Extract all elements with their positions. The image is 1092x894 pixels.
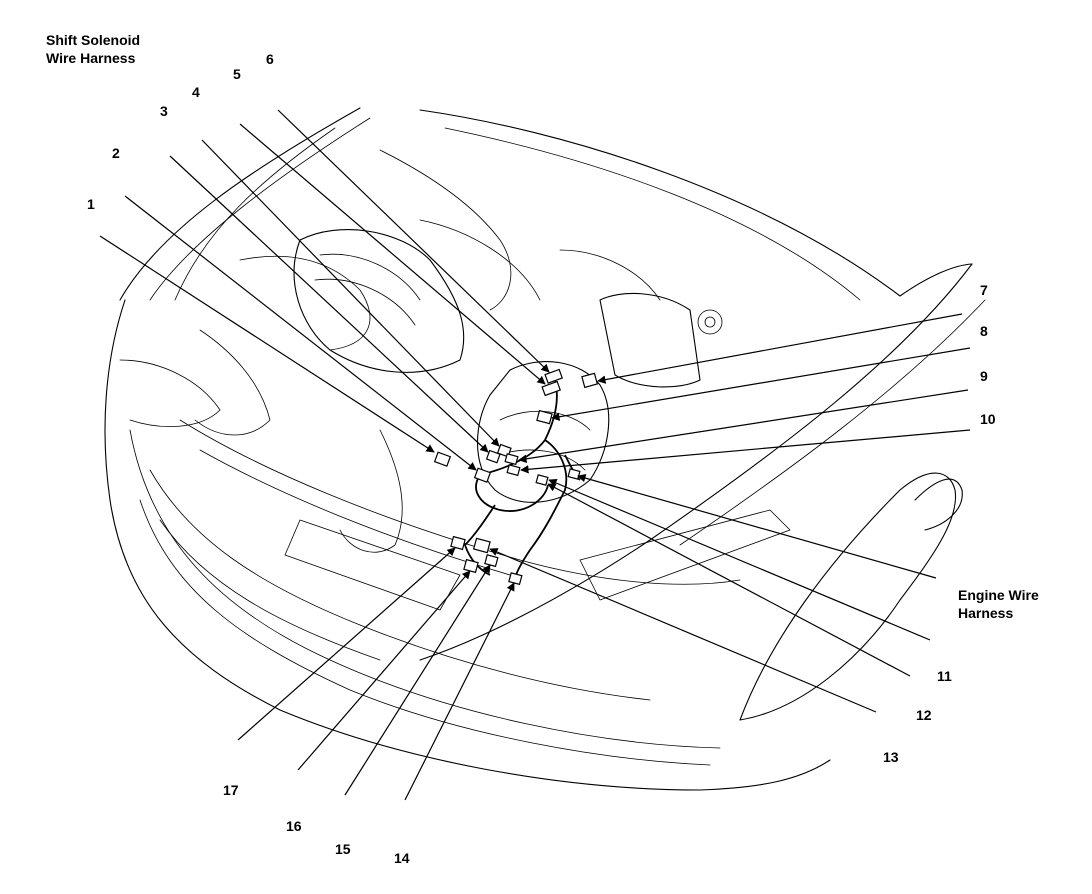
transmission-detail xyxy=(499,410,591,431)
leader-4 xyxy=(201,139,500,447)
leader-7 xyxy=(597,313,963,384)
callout-17: 17 xyxy=(223,782,239,798)
callout-14: 14 xyxy=(394,850,410,866)
leader-17 xyxy=(237,547,456,741)
bay-detail-1 xyxy=(379,149,512,311)
grille-line-2 xyxy=(159,519,381,661)
bay-detail-2 xyxy=(419,219,541,301)
callout-16: 16 xyxy=(286,818,302,834)
leader-9 xyxy=(518,389,969,463)
radiator-support xyxy=(179,419,741,585)
connector-9 xyxy=(504,453,519,466)
leader-15 xyxy=(344,564,491,796)
callout-1: 1 xyxy=(87,196,95,212)
leader-10 xyxy=(520,429,971,474)
intake-plenum xyxy=(239,255,371,351)
callout-3: 3 xyxy=(160,103,168,119)
leader-2 xyxy=(124,195,477,471)
cowl-line-inner xyxy=(149,117,371,301)
callout-5: 5 xyxy=(233,66,241,82)
connector-1 xyxy=(433,451,452,467)
connector-6 xyxy=(544,368,563,384)
bay-detail-4 xyxy=(339,429,403,553)
bumper-line-2 xyxy=(139,499,711,766)
callout-15: 15 xyxy=(335,841,351,857)
callout-13: 13 xyxy=(883,749,899,765)
battery-cap-inner xyxy=(704,316,716,328)
engine-harness-label-line2: Harness xyxy=(958,605,1013,621)
cowl-line-inner-2 xyxy=(174,127,336,301)
battery-cap xyxy=(697,309,723,335)
connector-11 xyxy=(567,468,581,480)
leader-16 xyxy=(297,570,471,771)
right-headlight xyxy=(739,472,957,721)
mirror-shape xyxy=(914,478,963,531)
harness-right xyxy=(514,439,568,581)
engine-cover-rib-1 xyxy=(319,253,421,301)
bumper-line-1 xyxy=(129,429,721,749)
callout-10: 10 xyxy=(980,411,996,427)
leader-6 xyxy=(277,109,550,373)
leader-14 xyxy=(404,582,515,801)
leader-8 xyxy=(551,347,971,421)
engine-harness-label-line1: Engine Wire xyxy=(958,587,1039,603)
shift-solenoid-harness-label-line1: Shift Solenoid xyxy=(46,32,140,48)
harness-main xyxy=(475,379,558,512)
callout-8: 8 xyxy=(980,323,988,339)
callout-7: 7 xyxy=(980,282,988,298)
bay-detail-5 xyxy=(559,249,661,301)
harness-down xyxy=(463,504,496,576)
callout-6: 6 xyxy=(266,51,274,67)
right-panel-rect xyxy=(579,509,791,601)
leader-3 xyxy=(169,155,489,453)
battery-box xyxy=(599,292,701,388)
cowl-line xyxy=(119,107,361,301)
shift-solenoid-harness-label-line2: Wire Harness xyxy=(46,50,136,66)
connector-10 xyxy=(506,464,521,477)
leader-11 xyxy=(548,479,931,641)
connector-2 xyxy=(473,467,492,483)
right-fender-line-2 xyxy=(679,299,986,546)
connector-12 xyxy=(535,474,549,486)
connector-8 xyxy=(536,409,553,425)
transmission-housing xyxy=(477,361,610,503)
leader-5 xyxy=(239,123,546,385)
grille-line xyxy=(149,469,651,701)
bay-detail-3 xyxy=(194,329,271,436)
leader-12 xyxy=(547,483,911,677)
hood-inner-edge xyxy=(444,127,861,301)
connector-15 xyxy=(484,554,499,568)
connector-13 xyxy=(472,537,491,554)
connector-3 xyxy=(485,449,501,464)
connector-16 xyxy=(463,558,479,574)
engine-cover-rib-2 xyxy=(314,278,416,326)
hood-outline xyxy=(419,109,973,297)
callout-2: 2 xyxy=(112,145,120,161)
connector-17 xyxy=(450,535,466,551)
left-headlight xyxy=(119,359,221,427)
leader-13 xyxy=(489,548,877,713)
leader-lines xyxy=(99,109,971,801)
front-body-outline xyxy=(104,299,831,791)
connector-14 xyxy=(508,572,523,586)
engine-cover xyxy=(293,229,465,373)
front-panel-rect xyxy=(284,519,461,611)
right-fender-line xyxy=(419,263,973,661)
callout-11: 11 xyxy=(937,668,952,684)
callout-4: 4 xyxy=(192,84,200,100)
callout-12: 12 xyxy=(916,707,932,723)
connector-5 xyxy=(541,380,561,397)
connectors xyxy=(433,368,599,586)
callout-9: 9 xyxy=(980,368,988,384)
vehicle-drawing xyxy=(104,107,986,791)
connector-7 xyxy=(581,372,599,389)
leader-engine-harness xyxy=(577,474,937,579)
radiator-support-2 xyxy=(199,449,511,576)
leader-1 xyxy=(99,235,435,453)
labels: Shift Solenoid Wire Harness Engine Wire … xyxy=(46,32,1039,866)
